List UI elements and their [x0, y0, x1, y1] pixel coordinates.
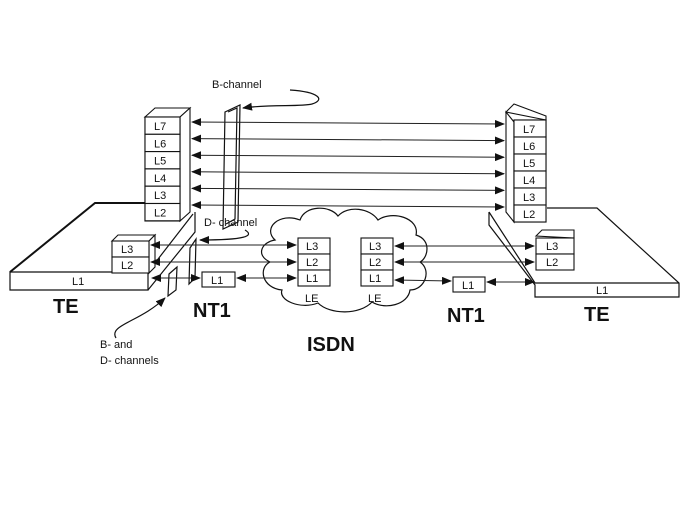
bd-channels-tube[interactable]: [167, 265, 178, 298]
b-channel-line: [191, 184, 505, 195]
bd-channels-pointer: [114, 297, 166, 339]
right-stack-layer-label: L3: [523, 192, 535, 204]
right-stack-layer-label: L4: [523, 175, 535, 187]
left-d-l2: L2: [121, 260, 133, 272]
right-nt1-label: NT1: [447, 305, 485, 327]
b-channel-pointer: [242, 89, 320, 111]
right-stack-layer-label: L6: [523, 141, 535, 153]
left-stack-layer-label: L2: [154, 208, 166, 220]
b-channel-lines: [191, 118, 505, 211]
right-d-l2: L2: [546, 257, 558, 269]
right-te-l1-label: L1: [596, 285, 608, 297]
right-stack-layer-box: [513, 204, 547, 223]
right-te-label: TE: [584, 304, 610, 326]
left-stack-layer-box: [144, 202, 181, 222]
left-te-d-stack: L3 L2: [110, 233, 157, 275]
right-te-platform: L1: [488, 207, 680, 298]
le-right-l3: L3: [369, 241, 381, 253]
isdn-label: ISDN: [307, 334, 355, 356]
b-channel-line: [191, 134, 505, 145]
le-right-l2: L2: [369, 257, 381, 269]
left-te-l1-label: L1: [72, 276, 84, 288]
right-nt1-l1: L1: [462, 280, 474, 292]
le-right: L3 L2 L1 LE: [360, 237, 394, 305]
b-channel-line: [191, 118, 505, 128]
le-right-l1: L1: [369, 273, 381, 285]
left-stack-layer-label: L4: [154, 173, 166, 185]
b-channel-line: [191, 201, 505, 211]
le-right-label: LE: [368, 293, 381, 305]
le-left: L3 L2 L1 LE: [297, 237, 331, 305]
left-nt1-l1: L1: [211, 275, 223, 287]
b-channel-line: [191, 167, 505, 178]
b-channel-line: [191, 151, 505, 162]
left-nt1-label: NT1: [193, 300, 231, 322]
b-channel-tube[interactable]: [222, 104, 241, 230]
le-left-l2: L2: [306, 257, 318, 269]
left-stack-layer-label: L6: [154, 138, 166, 150]
le-left-label: LE: [305, 293, 318, 305]
left-stack-layer-label: L7: [154, 121, 166, 133]
right-d-l3: L3: [546, 241, 558, 253]
le-left-l3: L3: [306, 241, 318, 253]
right-stack-layer-label: L2: [523, 209, 535, 221]
le-left-l1: L1: [306, 273, 318, 285]
left-d-l3: L3: [121, 244, 133, 256]
right-te-d-stack: L3 L2: [534, 229, 575, 271]
right-nt1: L1 NT1: [447, 276, 486, 327]
bd-channels-annotation-2: D- channels: [100, 355, 159, 367]
isdn-cloud: [260, 207, 428, 313]
right-stack-layer-label: L7: [523, 124, 535, 136]
right-stack-layer-label: L5: [523, 158, 535, 170]
d-channel-lines: [150, 241, 535, 286]
bd-channels-annotation-1: B- and: [100, 339, 132, 351]
left-stack-layer-label: L5: [154, 156, 166, 168]
d-channel-pointer: [199, 229, 250, 244]
left-nt1: L1 NT1: [193, 271, 236, 322]
b-channel-annotation: B-channel: [212, 79, 262, 91]
left-te-label: TE: [53, 296, 79, 318]
left-stack-layer-label: L3: [154, 190, 166, 202]
d-channel-annotation: D- channel: [204, 217, 257, 229]
